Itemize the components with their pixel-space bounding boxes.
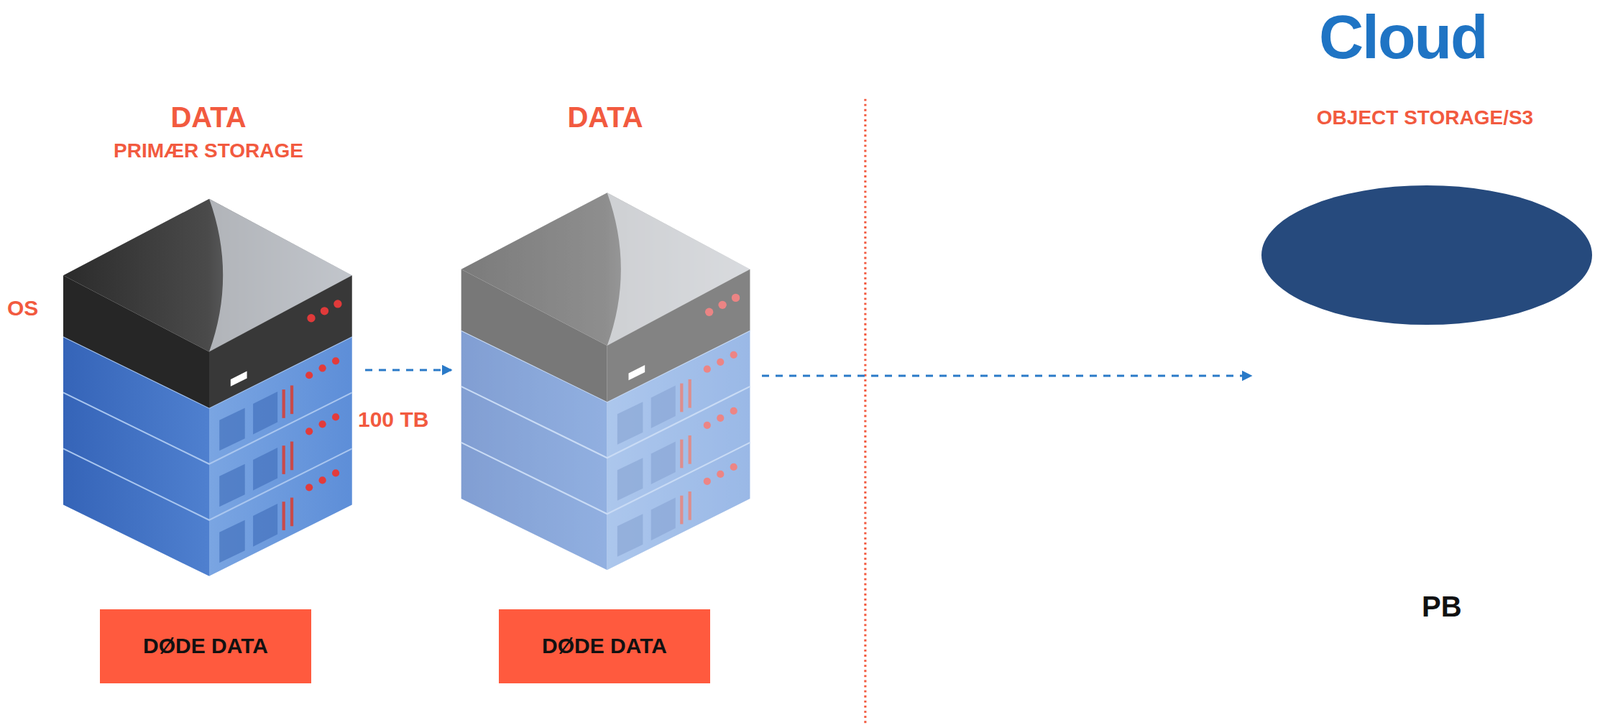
dashed-arrow xyxy=(761,375,1252,378)
size-label: PB xyxy=(1421,590,1462,624)
side-label: OS xyxy=(7,296,39,321)
node-heading: DATA xyxy=(170,100,246,134)
server-stack xyxy=(63,199,353,577)
boundary-line xyxy=(863,99,867,725)
server-stack xyxy=(461,192,751,570)
ellipse-shape xyxy=(1254,93,1596,403)
process-box: DØDE DATA xyxy=(99,609,312,684)
server-node: DATA PRIMÆR STORAGE xyxy=(57,97,360,579)
dashed-arrow xyxy=(365,369,452,372)
storage-ellipse: OBJECT STORAGE/S3 xyxy=(1254,93,1596,403)
server-node: DATA xyxy=(454,97,757,579)
process-box: DØDE DATA xyxy=(498,609,711,684)
diagram-title: Cloud xyxy=(1318,1,1488,73)
node-heading: DØDE DATA xyxy=(143,633,269,660)
size-label: 100 TB xyxy=(357,407,429,432)
ellipse-outline xyxy=(1261,185,1593,325)
node-heading: DØDE DATA xyxy=(541,633,668,660)
node-subheading: PRIMÆR STORAGE xyxy=(113,139,304,163)
node-heading: OBJECT STORAGE/S3 xyxy=(1316,106,1534,130)
node-heading: DATA xyxy=(567,100,643,134)
